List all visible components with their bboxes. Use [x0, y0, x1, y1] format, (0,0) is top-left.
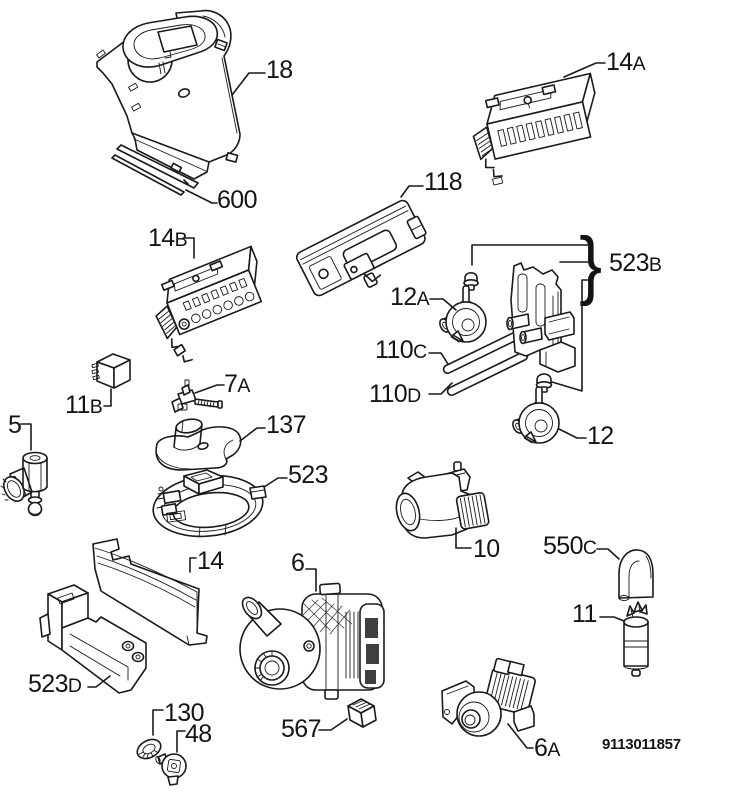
part-label-14B: 14B [148, 224, 188, 252]
leader-11B [103, 388, 112, 407]
leader-12 [558, 428, 587, 439]
part-label-137: 137 [266, 411, 307, 439]
leader-14B [183, 237, 195, 259]
part-137-drawing [155, 418, 242, 471]
part-label-48: 48 [185, 720, 212, 748]
leader-110C [428, 352, 449, 365]
part-130-drawing [136, 738, 162, 760]
leader-14 [189, 557, 197, 573]
part-10-drawing [395, 461, 490, 539]
leader-18 [231, 72, 266, 96]
part-6A-drawing [441, 657, 536, 737]
part-label-110C: 110C [375, 336, 427, 364]
leader-lines [20, 62, 625, 753]
part-14-drawing [92, 538, 208, 646]
leader-137 [239, 427, 266, 442]
part-label-6A: 6A [534, 734, 560, 762]
part-523B-grommet-top-drawing [463, 271, 479, 291]
leader-523 [263, 477, 288, 488]
part-6-drawing [239, 582, 385, 700]
part-label-110D: 110D [369, 380, 421, 408]
part-label-5: 5 [8, 411, 22, 439]
part-7A-drawing [171, 379, 223, 413]
group-brace-523B-icon: } [579, 222, 603, 307]
document-number: 9113011857 [602, 736, 681, 753]
part-567-drawing [347, 698, 377, 728]
leader-110D [428, 382, 453, 395]
leader-523B-top [471, 244, 589, 266]
part-523D-drawing [39, 584, 147, 694]
part-label-12A: 12A [390, 283, 430, 311]
part-label-6: 6 [291, 549, 305, 577]
part-5-drawing [0, 451, 48, 517]
part-label-7A: 7A [224, 370, 250, 398]
leader-567 [318, 718, 348, 731]
part-523B-bracket-drawing [506, 262, 576, 373]
part-label-130: 130 [164, 699, 205, 727]
part-14B-drawing [155, 245, 263, 363]
part-label-523B: 523B [609, 249, 662, 277]
part-label-550C: 550C [543, 532, 597, 560]
part-label-14: 14 [197, 547, 224, 575]
part-label-18: 18 [266, 56, 293, 84]
part-11-drawing [623, 601, 649, 677]
part-label-523D: 523D [28, 670, 82, 698]
leader-118 [400, 185, 424, 198]
leader-6 [305, 568, 317, 592]
part-11B-drawing [91, 353, 131, 389]
part-18-drawing [96, 9, 241, 180]
leader-11 [599, 616, 625, 622]
leader-5 [20, 423, 32, 451]
part-12A-drawing [439, 285, 487, 343]
leader-12A [429, 298, 457, 311]
part-label-12: 12 [587, 422, 614, 450]
part-12-drawing [512, 386, 560, 444]
part-label-600: 600 [217, 186, 258, 214]
part-14A-drawing [472, 72, 596, 186]
leader-600 [185, 189, 218, 204]
leader-14A [563, 62, 606, 78]
leader-523B-bottom [551, 279, 591, 392]
leader-550C [596, 548, 620, 560]
part-48-drawing [155, 753, 187, 786]
part-label-567: 567 [281, 715, 322, 743]
part-550C-drawing [618, 549, 654, 601]
leader-7A [194, 384, 225, 394]
part-label-118: 118 [424, 168, 463, 196]
part-110D-drawing [446, 351, 529, 397]
part-label-10: 10 [473, 535, 500, 563]
part-118-drawing [296, 199, 427, 297]
leader-130 [152, 709, 164, 736]
leader-523D [87, 675, 111, 688]
part-600-drawing [111, 144, 199, 196]
part-label-11B: 11B [65, 391, 103, 419]
leader-10 [455, 527, 472, 549]
part-label-11: 11 [572, 600, 597, 628]
part-label-523: 523 [288, 461, 329, 489]
leader-6A [507, 723, 534, 749]
leader-48 [176, 730, 186, 753]
part-523-drawing [152, 469, 267, 538]
part-label-14A: 14A [606, 48, 646, 76]
